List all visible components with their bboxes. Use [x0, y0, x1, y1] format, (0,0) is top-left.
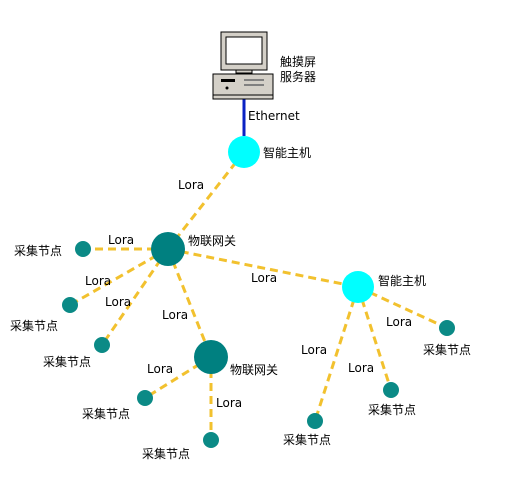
collector-node	[383, 382, 399, 398]
collector-label: 采集节点	[82, 406, 130, 421]
gateway-node-main	[151, 232, 185, 266]
lora-link-host-node-6	[313, 286, 360, 422]
lora-link-gateway-host-right	[167, 247, 359, 289]
collector-label: 采集节点	[423, 342, 471, 357]
host-right-label: 智能主机	[378, 273, 426, 288]
collector-nodes: 采集节点 采集节点 采集节点 采集节点 采集节点 采集节点 采集节点 采集节点	[10, 241, 471, 461]
collector-node	[439, 320, 455, 336]
lora-label: Lora	[348, 361, 374, 375]
lora-label: Lora	[105, 295, 131, 309]
lora-label: Lora	[216, 396, 242, 410]
server-label-line2: 服务器	[280, 69, 316, 84]
collector-label: 采集节点	[43, 354, 91, 369]
ethernet-link-label: Ethernet	[248, 109, 300, 123]
collector-node	[203, 432, 219, 448]
host-node-right	[342, 271, 374, 303]
collector-node	[62, 297, 78, 313]
lora-link-host-gateway	[166, 151, 246, 250]
server-label-line1: 触摸屏	[280, 55, 316, 69]
lora-label: Lora	[108, 233, 134, 247]
desktop-computer-icon	[212, 31, 274, 100]
lora-label: Lora	[147, 362, 173, 376]
collector-label: 采集节点	[10, 318, 58, 333]
collector-label: 采集节点	[14, 243, 62, 258]
lora-link-gateway-node-2	[69, 247, 169, 307]
collector-node	[75, 241, 91, 257]
gateway-sub-label: 物联网关	[230, 363, 278, 377]
lora-labels: Lora Lora Lora Lora Lora Lora Lora Lora …	[85, 178, 412, 410]
collector-label: 采集节点	[368, 402, 416, 417]
lora-links	[69, 151, 448, 440]
host-top-label: 智能主机	[263, 145, 311, 160]
lora-link-gateway-node-3	[100, 248, 170, 346]
lora-link-host-node-7	[356, 286, 393, 391]
collector-node	[94, 337, 110, 353]
lora-link-host-node-8	[357, 285, 448, 330]
collector-node	[137, 390, 153, 406]
lora-label: Lora	[178, 178, 204, 192]
gateway-node-sub	[194, 340, 228, 374]
lora-link-gateway-subgateway	[166, 248, 213, 358]
collector-node	[307, 413, 323, 429]
lora-label: Lora	[386, 315, 412, 329]
lora-label: Lora	[301, 343, 327, 357]
lora-label: Lora	[85, 274, 111, 288]
collector-label: 采集节点	[142, 446, 190, 461]
host-node-top	[228, 136, 260, 168]
gateway-main-label: 物联网关	[188, 234, 236, 248]
collector-label: 采集节点	[283, 432, 331, 447]
lora-label: Lora	[162, 308, 188, 322]
lora-label: Lora	[251, 271, 277, 285]
